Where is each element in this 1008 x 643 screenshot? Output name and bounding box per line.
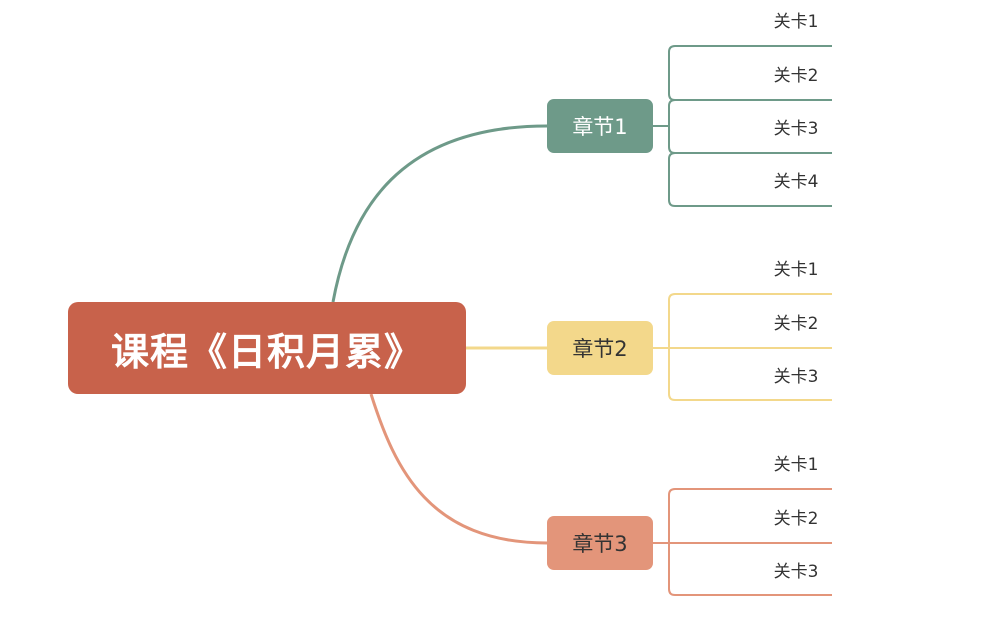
level-node[interactable]: 关卡1 [773, 12, 819, 32]
level-node[interactable]: 关卡2 [773, 66, 819, 86]
root-topic[interactable]: 课程《日积月累》 [68, 302, 466, 394]
chapter-node-3[interactable]: 章节3 [547, 516, 653, 570]
root-topic-label: 课程《日积月累》 [110, 329, 423, 374]
level-node[interactable]: 关卡1 [773, 455, 819, 475]
level-node[interactable]: 关卡3 [773, 562, 819, 582]
level-node[interactable]: 关卡3 [773, 119, 819, 139]
chapter-node-2[interactable]: 章节2 [547, 321, 653, 375]
connector-root-chapter-3 [369, 393, 548, 545]
level-node[interactable]: 关卡4 [773, 172, 819, 192]
level-node[interactable]: 关卡2 [773, 509, 819, 529]
level-node[interactable]: 关卡2 [773, 314, 819, 334]
chapter-label: 章节2 [572, 337, 628, 361]
chapter-node-1[interactable]: 章节1 [547, 99, 653, 153]
connector-root-chapter-1 [331, 124, 548, 303]
chapter-label: 章节1 [572, 115, 628, 139]
chapter-2-branches [653, 293, 832, 401]
chapter-3-branches [653, 488, 832, 596]
chapter-label: 章节3 [572, 532, 628, 556]
level-node[interactable]: 关卡3 [773, 367, 819, 387]
chapter-1-branches [653, 45, 832, 207]
level-node[interactable]: 关卡1 [773, 260, 819, 280]
